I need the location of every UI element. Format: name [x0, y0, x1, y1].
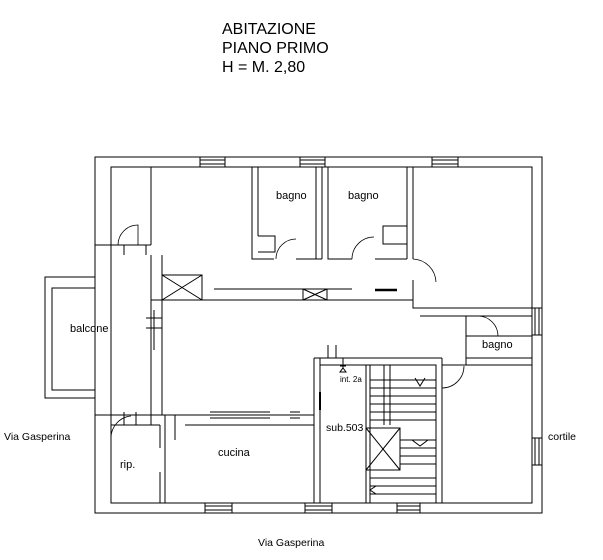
room-bagno-3-walls [441, 315, 533, 503]
room-top-left-walls [95, 167, 152, 255]
label-rip: rip. [120, 459, 135, 471]
label-int-2a: int. 2a [340, 375, 362, 384]
stair-core-walls [313, 345, 442, 503]
label-cucina: cucina [218, 447, 251, 459]
room-lower-left-walls [95, 412, 185, 503]
street-label-left: Via Gasperina [4, 431, 71, 443]
room-labels: bagno bagno bagno balcone cucina rip. su… [70, 190, 513, 471]
floor-title: PIANO PRIMO [222, 40, 329, 57]
label-sub-503: sub.503 [326, 422, 364, 434]
courtyard-label: cortile [548, 431, 577, 443]
label-bagno-2: bagno [348, 190, 379, 202]
room-kitchen-walls [185, 411, 314, 426]
corridor-walls [150, 255, 413, 415]
plan-title-block: ABITAZIONE PIANO PRIMO H = M. 2,80 [222, 20, 329, 77]
street-label-bottom: Via Gasperina [258, 537, 325, 549]
room-top-right-walls [412, 258, 532, 317]
label-bagno-1: bagno [276, 190, 307, 202]
dwelling-title: ABITAZIONE [222, 21, 316, 38]
windows [94, 157, 542, 513]
ceiling-height: H = M. 2,80 [222, 59, 306, 76]
label-bagno-3: bagno [482, 339, 513, 351]
room-bagno-2-walls [327, 167, 414, 260]
label-balcone: balcone [70, 323, 109, 335]
exterior-walls [44, 156, 543, 514]
room-bagno-1-walls [251, 167, 323, 260]
